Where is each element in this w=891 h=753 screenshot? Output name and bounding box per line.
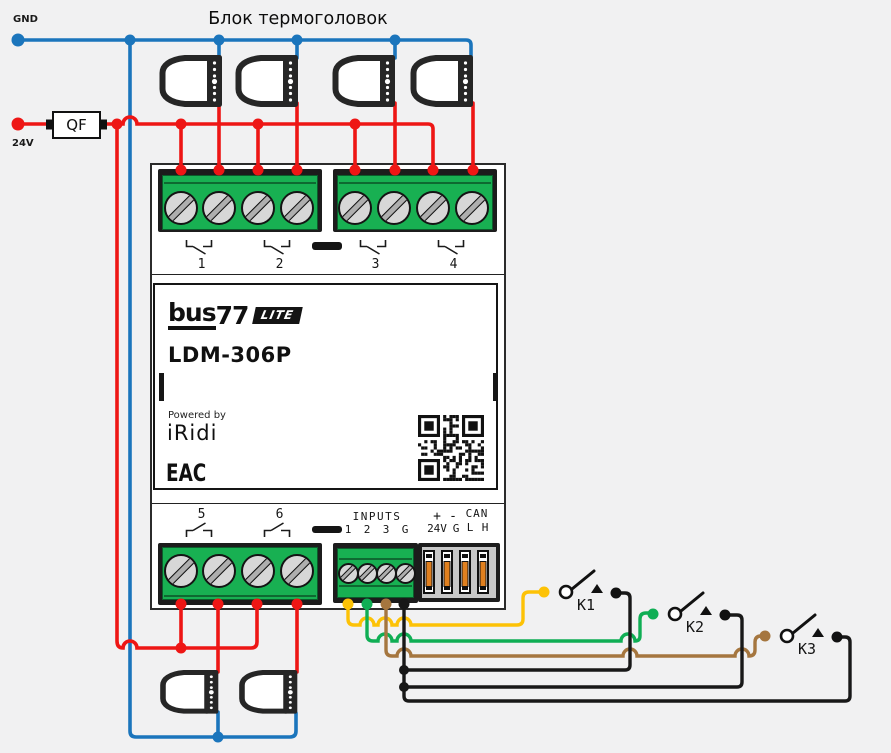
screw-terminal (280, 191, 314, 225)
screw-terminal (241, 554, 275, 588)
k2-contact-icon (667, 606, 683, 622)
k1-terminal-dot (610, 587, 622, 599)
screw-terminal (416, 191, 450, 225)
k2-terminal-dot (719, 609, 731, 621)
din-side-tab-right (493, 373, 498, 401)
thermohead-3 (336, 55, 396, 107)
thermohead-2 (239, 55, 299, 107)
qf-label: QF (66, 116, 87, 134)
screw-terminal (356, 562, 378, 584)
screw-terminal (394, 562, 416, 584)
power-g-label: G (452, 522, 460, 535)
gnd-label: GND (13, 14, 38, 25)
screw-terminal (377, 191, 411, 225)
screw-terminal (337, 562, 359, 584)
screw-terminal (241, 191, 275, 225)
relay-4-label: 4 (449, 257, 458, 272)
relay-1-label: 1 (197, 257, 206, 272)
switch-k1 (538, 569, 622, 600)
screw-terminal (202, 554, 236, 588)
screw-terminal (455, 191, 489, 225)
power-24v-label: 24V (427, 522, 447, 535)
input-pin-1: 1 (344, 523, 352, 536)
switch-k1-label: K1 (576, 596, 596, 614)
powered-by-text: Powered by (168, 410, 226, 421)
power-minus-label: - (449, 509, 457, 524)
thermohead-4 (414, 55, 474, 107)
can-pin (441, 550, 453, 594)
device-model: LDM-306P (168, 343, 292, 367)
brand-77: 77 (215, 300, 250, 330)
iridi-logo: iRidi (167, 421, 218, 445)
can-l-label: L (466, 521, 474, 534)
can-pin (423, 550, 435, 594)
gnd-bus-wire (16, 38, 473, 60)
can-title: CAN (465, 507, 489, 520)
k2-wire-end (647, 608, 659, 620)
thermohead-6 (242, 670, 297, 714)
k1-contact-icon (558, 584, 574, 600)
circuit-breaker-qf: QF (52, 111, 101, 139)
can-pin (477, 550, 489, 594)
section-divider (152, 503, 504, 504)
screw-terminal (164, 191, 198, 225)
switch-k3-label: K3 (797, 640, 817, 658)
ground-wire-k3 (402, 602, 852, 703)
input3-wire-brown (384, 602, 767, 658)
k1-button-arrow-icon (591, 584, 603, 593)
brand-lite-badge: LITE (252, 306, 303, 324)
switch-k2 (647, 591, 731, 622)
24v-bus-wire (101, 115, 435, 170)
input-pin-2: 2 (363, 523, 371, 536)
k3-wire-end (759, 630, 771, 642)
thermohead-5 (163, 670, 218, 714)
din-clip-bottom (312, 526, 342, 533)
k2-lever-icon (679, 591, 705, 613)
qf-terminal-right (100, 119, 107, 130)
can-connector (418, 543, 500, 602)
can-h-label: H (481, 521, 489, 534)
section-divider (152, 274, 504, 275)
screw-terminal (202, 191, 236, 225)
input-pin-g: G (401, 523, 409, 536)
relay-5-label: 5 (197, 507, 206, 522)
k3-contact-icon (779, 628, 795, 644)
screw-terminal (375, 562, 397, 584)
switch-k3 (759, 613, 843, 644)
relay-3-label: 3 (371, 257, 380, 272)
eac-cert-mark: EAC (166, 458, 207, 488)
qr-code (418, 415, 484, 481)
input-pin-3: 3 (382, 523, 390, 536)
can-connector-body (422, 547, 496, 598)
k1-lever-icon (570, 569, 596, 591)
screw-terminal (280, 554, 314, 588)
k3-terminal-dot (831, 631, 843, 643)
k2-button-arrow-icon (700, 606, 712, 615)
24v-label: 24V (12, 138, 34, 149)
switch-k2-label: K2 (685, 618, 705, 636)
power-plus-label: + (433, 509, 441, 524)
relay-2-label: 2 (275, 257, 284, 272)
inputs-title: INPUTS (352, 510, 402, 523)
relay-6-label: 6 (275, 507, 284, 522)
diagram-title: Блок термоголовок (208, 9, 388, 29)
din-clip-top (312, 242, 342, 250)
din-side-tab-left (159, 373, 164, 401)
k3-lever-icon (791, 613, 817, 635)
k3-button-arrow-icon (812, 628, 824, 637)
can-pin (459, 550, 471, 594)
thermohead-1 (163, 55, 223, 107)
screw-terminal (338, 191, 372, 225)
k1-wire-end (538, 586, 550, 598)
screw-terminal (164, 554, 198, 588)
brand-bus: bus (168, 300, 217, 330)
